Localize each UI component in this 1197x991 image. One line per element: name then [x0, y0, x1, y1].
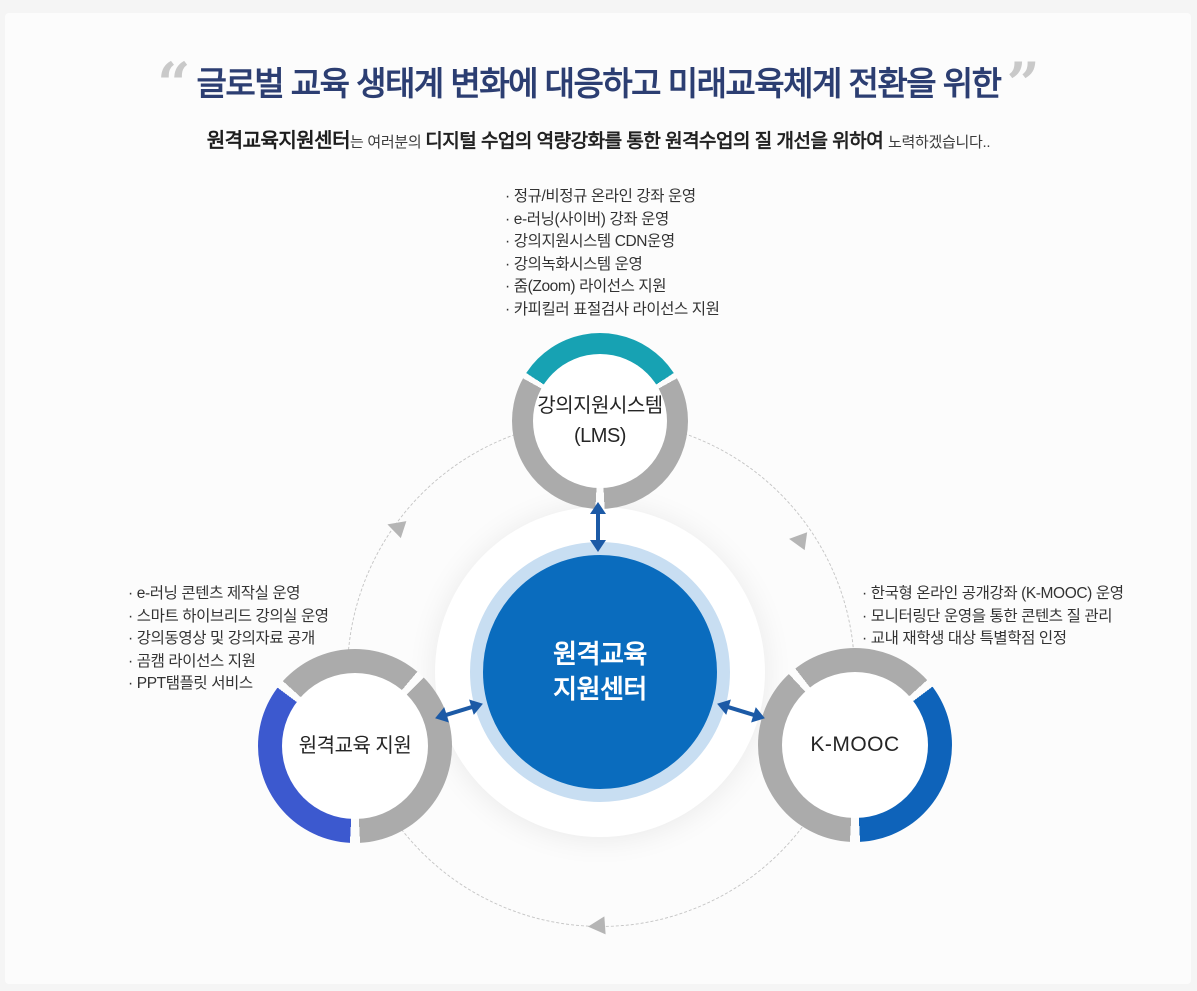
connector-double-arrow-icon	[590, 501, 606, 553]
subtitle-text: 노력하겠습니다..	[887, 134, 991, 151]
header: “ 글로벌 교육 생태계 변화에 대응하고 미래교육체계 전환을 위한 ”	[0, 50, 1197, 118]
remote-node: 원격교육 지원	[282, 673, 428, 819]
list-item: ·강의지원시스템 CDN운영	[505, 231, 720, 254]
lms-node: 강의지원시스템 (LMS)	[533, 354, 667, 488]
bullet-marker: ·	[505, 278, 510, 296]
kmooc-feature-list: ·한국형 온라인 공개강좌 (K-MOOC) 운영 ·모니터링단 운영을 통한 …	[862, 583, 1124, 651]
orbit-arrow-icon	[587, 916, 606, 936]
kmooc-node-label: K-MOOC	[810, 733, 900, 756]
connector-double-arrow-icon	[714, 696, 768, 727]
bullet-marker: ·	[505, 210, 510, 228]
list-item: ·줌(Zoom) 라이선스 지원	[505, 276, 720, 299]
kmooc-node: K-MOOC	[782, 672, 928, 818]
list-item: ·e-러닝(사이버) 강좌 운영	[505, 209, 720, 232]
list-item: ·한국형 온라인 공개강좌 (K-MOOC) 운영	[862, 583, 1124, 606]
bullet-marker: ·	[862, 630, 867, 648]
connector-double-arrow-icon	[432, 696, 486, 727]
list-item-text: 스마트 하이브리드 강의실 운영	[136, 607, 329, 625]
subtitle-emphasis: 디지털 수업의 역량강화를 통한 원격수업의 질 개선을 위하여	[425, 131, 888, 152]
bullet-marker: ·	[505, 188, 510, 205]
bullet-marker: ·	[862, 585, 867, 602]
lms-node-label-line1: 강의지원시스템	[537, 395, 663, 417]
bullet-marker: ·	[128, 585, 133, 602]
list-item: ·정규/비정규 온라인 강좌 운영	[505, 186, 720, 209]
subtitle-text: 는 여러분의	[349, 134, 426, 151]
orbit-arrow-icon	[787, 529, 808, 551]
subtitle-emphasis: 원격교육지원센터	[206, 130, 351, 152]
list-item-text: 정규/비정규 온라인 강좌 운영	[513, 188, 696, 205]
list-item-text: 한국형 온라인 공개강좌 (K-MOOC) 운영	[870, 585, 1124, 602]
center-node: 원격교육 지원센터	[470, 542, 730, 802]
list-item-text: PPT탬플릿 서비스	[136, 675, 253, 693]
bullet-marker: ·	[505, 300, 510, 318]
lms-node-ring: 강의지원시스템 (LMS)	[512, 333, 688, 509]
list-item-text: e-러닝(사이버) 강좌 운영	[513, 210, 669, 228]
list-item-text: 강의동영상 및 강의자료 공개	[136, 630, 315, 648]
list-item-text: 모니터링단 운영을 통한 콘텐츠 질 관리	[870, 607, 1113, 625]
bullet-marker: ·	[505, 255, 510, 273]
bullet-marker: ·	[862, 607, 867, 625]
list-item: ·스마트 하이브리드 강의실 운영	[128, 606, 329, 629]
list-item-text: 강의지원시스템 CDN운영	[513, 233, 675, 251]
center-node-title-line1: 원격교육	[553, 639, 647, 669]
list-item-text: 강의녹화시스템 운영	[513, 255, 643, 273]
remote-feature-list: ·e-러닝 콘텐츠 제작실 운영 ·스마트 하이브리드 강의실 운영 ·강의동영…	[128, 583, 329, 696]
remote-node-label: 원격교육 지원	[298, 735, 412, 757]
list-item-text: 교내 재학생 대상 특별학점 인정	[870, 630, 1067, 648]
list-item-text: 곰캠 라이선스 지원	[136, 652, 256, 670]
lms-node-label-line2: (LMS)	[574, 425, 626, 447]
remote-node-ring: 원격교육 지원	[258, 649, 452, 843]
close-quote-icon: ”	[1006, 50, 1040, 118]
page-title: 글로벌 교육 생태계 변화에 대응하고 미래교육체계 전환을 위한	[196, 65, 1002, 102]
lms-feature-list: ·정규/비정규 온라인 강좌 운영 ·e-러닝(사이버) 강좌 운영 ·강의지원…	[505, 186, 720, 322]
center-node-title-line2: 지원센터	[553, 674, 647, 704]
list-item: ·교내 재학생 대상 특별학점 인정	[862, 628, 1124, 651]
list-item-text: e-러닝 콘텐츠 제작실 운영	[136, 585, 301, 602]
list-item-text: 카피킬러 표절검사 라이선스 지원	[513, 300, 720, 318]
bullet-marker: ·	[128, 675, 133, 693]
bullet-marker: ·	[128, 652, 133, 670]
kmooc-node-ring: K-MOOC	[758, 648, 952, 842]
page-subtitle: 원격교육지원센터 는 여러분의 디지털 수업의 역량강화를 통한 원격수업의 질…	[0, 124, 1197, 153]
bullet-marker: ·	[505, 233, 510, 251]
list-item: ·강의녹화시스템 운영	[505, 254, 720, 277]
list-item: ·카피킬러 표절검사 라이선스 지원	[505, 299, 720, 322]
list-item: ·곰캠 라이선스 지원	[128, 651, 329, 674]
bullet-marker: ·	[128, 607, 133, 625]
list-item: ·강의동영상 및 강의자료 공개	[128, 628, 329, 651]
open-quote-icon: “	[157, 50, 191, 118]
list-item: ·PPT탬플릿 서비스	[128, 673, 329, 696]
list-item-text: 줌(Zoom) 라이선스 지원	[513, 278, 667, 296]
list-item: ·모니터링단 운영을 통한 콘텐츠 질 관리	[862, 606, 1124, 629]
bullet-marker: ·	[128, 630, 133, 648]
list-item: ·e-러닝 콘텐츠 제작실 운영	[128, 583, 329, 606]
